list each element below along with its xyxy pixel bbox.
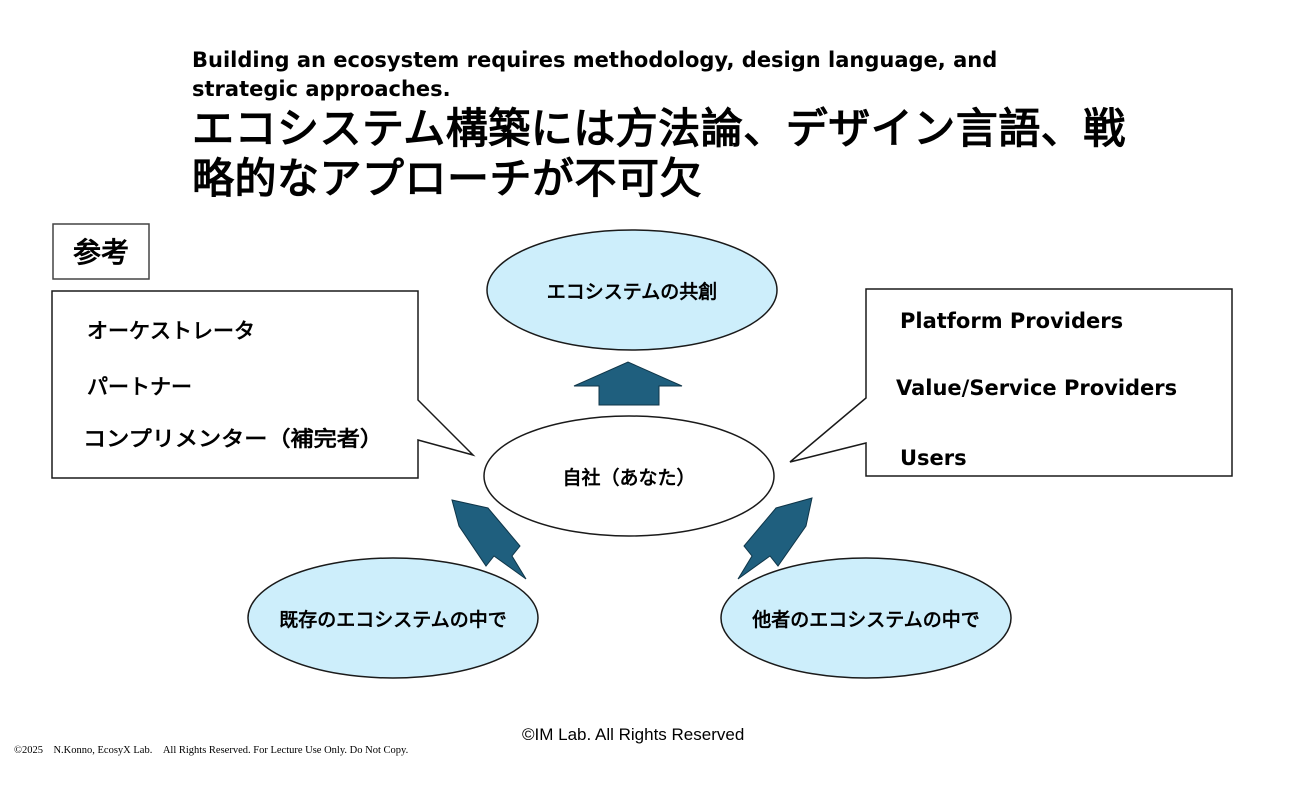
- node-ecosystem-cocreation: [486, 229, 778, 351]
- node-others-ecosystem: [720, 557, 1012, 679]
- right-callout: [789, 288, 1233, 477]
- node-existing-ecosystem: [247, 557, 539, 679]
- arrow-down-left-icon: [451, 499, 527, 580]
- right-callout-item-platform-providers: Platform Providers: [900, 309, 1123, 333]
- lecture-copyright: ©2025 N.Konno, EcosyX Lab. All Rights Re…: [14, 745, 409, 756]
- arrow-down-right-icon: [737, 497, 813, 580]
- im-lab-copyright: ©IM Lab. All Rights Reserved: [522, 725, 745, 744]
- node-ecosystem-cocreation-label: エコシステムの共創: [547, 280, 717, 303]
- title-japanese: エコシステム構築には方法論、デザイン言語、戦略的なアプローチが不可欠: [192, 104, 1126, 203]
- reference-box: [52, 223, 150, 280]
- right-callout-item-value-service-providers: Value/Service Providers: [896, 376, 1177, 400]
- title-english: Building an ecosystem requires methodolo…: [192, 48, 998, 101]
- node-own-company-label: 自社（あなた）: [562, 466, 695, 489]
- left-callout: [51, 290, 476, 479]
- left-callout-item-orchestrator: オーケストレータ: [87, 319, 255, 343]
- node-existing-ecosystem-label: 既存のエコシステムの中で: [279, 608, 506, 631]
- node-others-ecosystem-label: 他者のエコシステムの中で: [751, 608, 979, 631]
- right-callout-item-users: Users: [900, 446, 967, 470]
- node-own-company: [483, 415, 775, 537]
- arrow-up-icon: [573, 361, 683, 406]
- left-callout-item-complementor: コンプリメンター（補完者）: [83, 427, 383, 451]
- reference-label: 参考: [73, 236, 129, 269]
- left-callout-item-partner: パートナー: [87, 375, 192, 399]
